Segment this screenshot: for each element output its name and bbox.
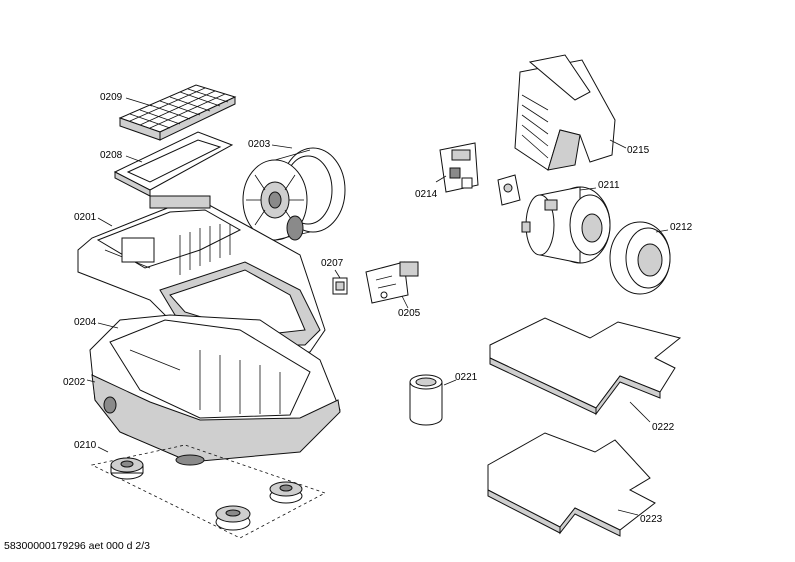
label-0223: 0223 <box>640 514 663 525</box>
part-bracket <box>497 174 521 206</box>
part-0205-circuit-board <box>365 261 419 304</box>
label-0214: 0214 <box>415 189 438 200</box>
part-0221-cylinder-filter <box>409 374 443 426</box>
part-0222-foam-pad <box>489 317 682 416</box>
label-0203: 0203 <box>248 139 271 150</box>
label-0212: 0212 <box>670 222 693 233</box>
label-0207: 0207 <box>321 258 344 269</box>
part-0210-wheels <box>90 444 327 539</box>
part-0202-base-housing <box>89 314 341 466</box>
part-0212-motor-ring <box>609 221 671 295</box>
label-0204: 0204 <box>74 317 97 328</box>
label-0208: 0208 <box>100 150 123 161</box>
label-0221: 0221 <box>455 372 478 383</box>
label-0215: 0215 <box>627 145 650 156</box>
label-0210: 0210 <box>74 440 97 451</box>
part-0208-filter-frame <box>113 131 234 197</box>
label-0202: 0202 <box>63 377 86 388</box>
part-0223-foam-pad <box>487 432 656 537</box>
part-0215-motor-cover <box>514 54 616 171</box>
document-footer-id: 58300000179296 aet 000 d 2/3 <box>4 540 150 552</box>
part-0203-cable-reel <box>242 147 346 241</box>
label-0222: 0222 <box>652 422 675 433</box>
label-0211: 0211 <box>598 180 620 191</box>
part-0207-clip <box>332 277 348 295</box>
part-0214-switch <box>439 142 479 193</box>
part-0211-motor <box>521 186 611 264</box>
part-0209-filter-grille <box>118 84 237 141</box>
label-0201: 0201 <box>74 212 97 223</box>
label-0205: 0205 <box>398 308 421 319</box>
label-0209: 0209 <box>100 92 123 103</box>
